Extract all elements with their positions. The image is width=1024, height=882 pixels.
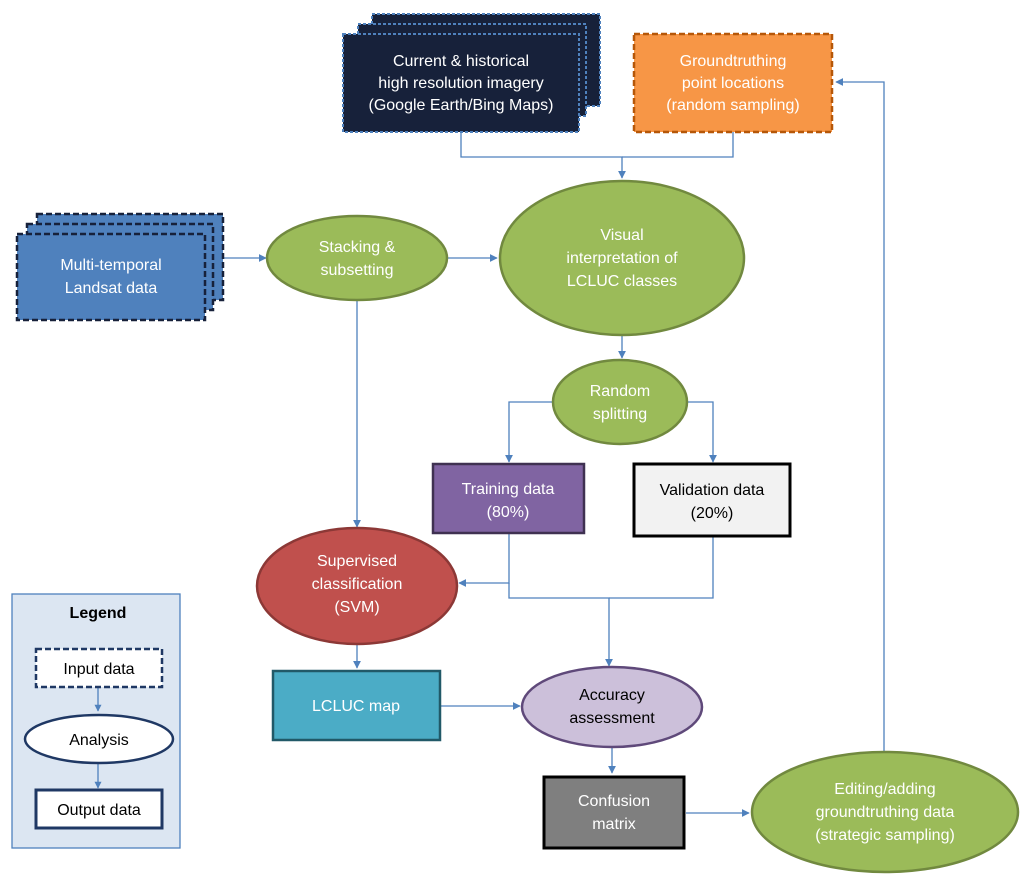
confusion-label-line-2: matrix (592, 816, 636, 833)
editing-label-line-3: (strategic sampling) (815, 827, 955, 844)
node-accuracy: Accuracy assessment (520, 665, 704, 749)
imagery-label-line-2: high resolution imagery (378, 75, 543, 92)
node-validation: Validation data (20%) (632, 462, 792, 538)
stacking-ellipse (265, 214, 449, 302)
supervised-ellipse (255, 526, 459, 646)
node-supervised: Supervised classification (SVM) (255, 526, 459, 646)
connector-random-to-training (505, 401, 553, 463)
editing-label-line-2: groundtruthing data (816, 804, 955, 821)
accuracy-label-line-1: Accuracy (579, 687, 645, 704)
stacking-label-line-2: subsetting (321, 262, 394, 279)
connector-imagery-to-visual (460, 132, 626, 179)
groundtruth-label-line-2: point locations (682, 75, 784, 92)
legend-output-swatch (34, 788, 164, 830)
connector-training-to-supervised (458, 533, 510, 587)
node-editing: Editing/adding groundtruthing data (stra… (750, 750, 1020, 874)
connector-random-to-validation (687, 401, 717, 463)
random-label-line-1: Random (590, 383, 650, 400)
random-label-line-2: splitting (593, 406, 647, 423)
legend-analysis-label: Analysis (69, 732, 129, 749)
validation-label-line-2: (20%) (691, 505, 734, 522)
training-label-line-2: (80%) (487, 504, 530, 521)
legend-output-label: Output data (57, 802, 141, 819)
node-confusion: Confusion matrix (542, 775, 686, 850)
node-imagery: Current & historical high resolution ima… (342, 13, 601, 133)
accuracy-ellipse (520, 665, 704, 749)
lcluc-box (271, 669, 442, 742)
legend-input-label: Input data (63, 661, 134, 678)
legend-title: Legend (70, 605, 127, 622)
visual-label-line-3: LCLUC classes (567, 273, 677, 290)
training-box (431, 462, 586, 535)
imagery-label-line-1: Current & historical (393, 53, 529, 70)
connector-validation-to-accuracy (609, 536, 714, 599)
random-ellipse (551, 358, 689, 446)
node-lcluc: LCLUC map (271, 669, 442, 742)
landsat-label-line-1: Multi-temporal (60, 257, 161, 274)
groundtruth-label-line-3: (random sampling) (666, 97, 799, 114)
connector-editing-to-groundtruth (835, 78, 885, 752)
stacking-label-line-1: Stacking & (319, 239, 396, 256)
node-groundtruth: Groundtruthing point locations (random s… (632, 32, 834, 134)
visual-label-line-1: Visual (600, 227, 643, 244)
node-stacking: Stacking & subsetting (265, 214, 449, 302)
legend: Legend Input data Analysis Output data (11, 593, 181, 849)
visual-ellipse (498, 179, 746, 337)
node-training: Training data (80%) (431, 462, 586, 535)
connector-training-to-accuracy (508, 583, 613, 667)
validation-box (632, 462, 792, 538)
editing-label-line-1: Editing/adding (834, 781, 935, 798)
lcluc-label: LCLUC map (312, 698, 400, 715)
training-label-line-1: Training data (462, 481, 555, 498)
node-random: Random splitting (551, 358, 689, 446)
landsat-box (15, 232, 207, 322)
node-landsat: Multi-temporal Landsat data (15, 212, 225, 322)
imagery-box (342, 33, 580, 133)
validation-label-line-1: Validation data (660, 482, 765, 499)
node-visual: Visual interpretation of LCLUC classes (498, 179, 746, 337)
connectors (222, 78, 885, 817)
supervised-label-line-2: classification (312, 576, 403, 593)
supervised-label-line-3: (SVM) (334, 599, 379, 616)
accuracy-label-line-2: assessment (569, 710, 655, 727)
landsat-label-line-2: Landsat data (65, 280, 158, 297)
legend-input-swatch (34, 647, 164, 689)
groundtruth-label-line-1: Groundtruthing (680, 53, 787, 70)
confusion-box (542, 775, 686, 850)
connector-groundtruth-to-visual (622, 132, 734, 158)
legend-analysis-swatch (23, 713, 175, 765)
imagery-label-line-3: (Google Earth/Bing Maps) (369, 97, 554, 114)
visual-label-line-2: interpretation of (566, 250, 678, 267)
editing-ellipse (750, 750, 1020, 874)
confusion-label-line-1: Confusion (578, 793, 650, 810)
supervised-label-line-1: Supervised (317, 553, 397, 570)
groundtruth-box (632, 32, 834, 134)
